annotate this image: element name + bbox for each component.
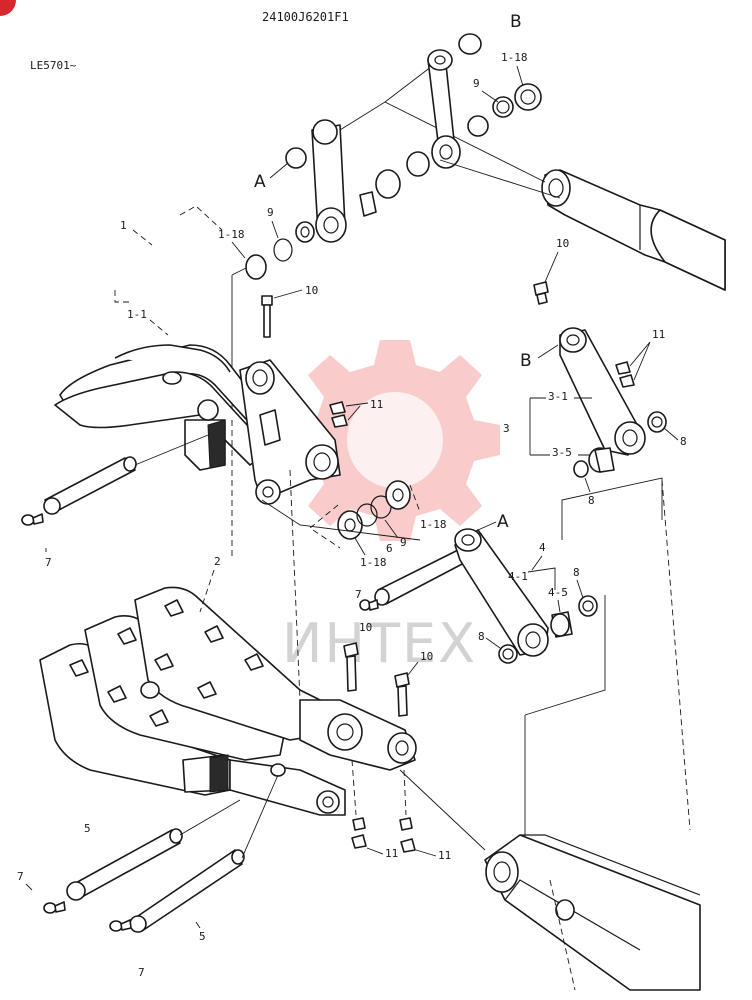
- callout-1: 1: [120, 219, 127, 232]
- callout-1-1: 1-1: [127, 308, 147, 321]
- boom-cylinder: [541, 169, 726, 291]
- callout-7-lower-left: 7: [17, 870, 24, 883]
- callout-a-top: A: [254, 172, 266, 192]
- serial-range: LE5701~: [30, 59, 77, 72]
- bushing-4-5: [550, 611, 573, 638]
- bolt-10-lower-left: [343, 642, 359, 692]
- bolt-10-lower-right: [394, 672, 410, 717]
- grease-nipple-7-left: [21, 513, 44, 526]
- nuts-11-right: [615, 361, 635, 388]
- callout-10-middle: 10: [359, 621, 372, 634]
- ring-8-right-mid: [573, 460, 589, 478]
- bushing-1-18-left: [245, 254, 267, 280]
- callout-8-link4-left: 8: [478, 630, 485, 643]
- callout-1-18-left: 1-18: [218, 228, 245, 241]
- callout-9-top: 9: [473, 77, 480, 90]
- callout-11-right: 11: [652, 328, 665, 341]
- callout-1-18-top: 1-18: [501, 51, 528, 64]
- drawing-number: 24100J6201F1: [262, 10, 349, 24]
- callout-10-lower: 10: [420, 650, 433, 663]
- callout-8-right-mid: 8: [588, 494, 595, 507]
- bolt-10-right-top: [533, 281, 549, 305]
- callout-7-lower-right: 7: [138, 966, 145, 979]
- watermark-gear-icon: [290, 340, 500, 541]
- callout-7-left: 7: [45, 556, 52, 569]
- bushing-3-5: [588, 447, 615, 473]
- callout-a-right: A: [497, 512, 509, 532]
- ring-8-right-top: [647, 411, 667, 433]
- callout-b-top: B: [510, 12, 522, 32]
- grease-nipple-7-lower-left: [43, 901, 66, 914]
- callout-10-right-top: 10: [556, 237, 569, 250]
- callout-8-right-top: 8: [680, 435, 687, 448]
- callout-3-1: 3-1: [548, 390, 568, 403]
- link-3-1: [559, 327, 646, 456]
- bolt-10-left: [261, 295, 273, 338]
- corner-marker: [0, 0, 16, 16]
- grease-nipple-7-middle: [359, 599, 379, 611]
- callout-9-left: 9: [267, 206, 274, 219]
- callout-5-left: 5: [84, 822, 91, 835]
- arm-assembly-2: [39, 586, 417, 816]
- callout-8-link4-top: 8: [573, 566, 580, 579]
- ring-8-link4-left: [498, 644, 518, 664]
- pin-5-lower-right: [129, 849, 245, 933]
- arm-assembly-1-1: [54, 344, 341, 505]
- pin-5-lower-left: [66, 828, 183, 901]
- upper-link-assembly: [285, 33, 546, 243]
- nuts-11-middle: [329, 401, 348, 428]
- pin-6: [374, 549, 467, 606]
- grease-nipple-7-lower-right: [109, 919, 132, 932]
- callout-1-18-middle-left: 1-18: [360, 556, 387, 569]
- callout-11-middle: 11: [370, 398, 383, 411]
- callout-11-lower-left: 11: [385, 847, 398, 860]
- callout-3: 3: [503, 422, 510, 435]
- watermark-text: ИНТЕХ: [282, 612, 477, 675]
- pin-7-left: [43, 434, 209, 515]
- nuts-11-lower: [351, 817, 416, 853]
- callout-2: 2: [214, 555, 221, 568]
- callout-3-5: 3-5: [552, 446, 572, 459]
- ring-8-link4: [578, 595, 598, 617]
- callout-5-right: 5: [199, 930, 206, 943]
- middle-bushings: [337, 480, 411, 540]
- callout-b-right: B: [520, 351, 532, 371]
- boom-tip: [484, 834, 701, 991]
- callout-4-1: 4-1: [508, 570, 528, 583]
- callout-10-left: 10: [305, 284, 318, 297]
- callout-7-middle: 7: [355, 588, 362, 601]
- callout-9-middle: 9: [400, 536, 407, 549]
- callout-1-18-middle-right: 1-18: [420, 518, 447, 531]
- callout-4: 4: [539, 541, 546, 554]
- callout-4-5: 4-5: [548, 586, 568, 599]
- callout-11-lower-right: 11: [438, 849, 451, 862]
- callout-6: 6: [386, 542, 393, 555]
